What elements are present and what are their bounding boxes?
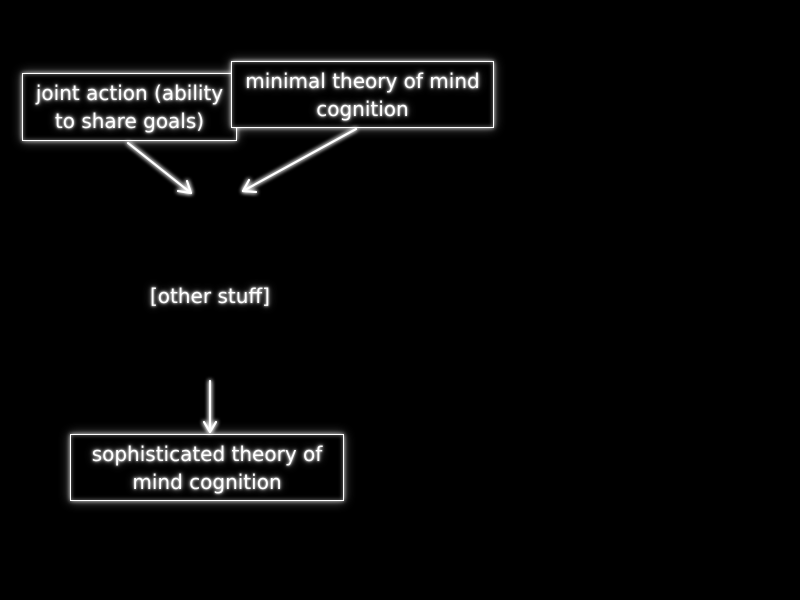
edge-minimal-to-other [241,127,358,194]
minimal-theory-node: minimal theory of mind cognition [231,61,494,128]
minimal-theory-label: minimal theory of mind cognition [245,68,480,121]
edge-joint-to-other [126,141,193,195]
sophisticated-theory-node: sophisticated theory of mind cognition [70,434,344,501]
edge-joint-to-other-arrowhead [176,179,193,195]
edge-minimal-to-other-shaft [241,127,358,193]
edge-other-to-sophisticated-arrowhead [202,420,218,434]
edge-minimal-to-other-arrowhead [241,178,258,194]
other-stuff-label: [other stuff] [150,284,270,308]
sophisticated-theory-label: sophisticated theory of mind cognition [91,441,323,494]
joint-action-label: joint action (ability to share goals) [35,81,224,133]
edge-other-to-sophisticated [202,379,218,434]
edge-joint-to-other-shaft [126,141,193,195]
joint-action-node: joint action (ability to share goals) [22,73,237,141]
